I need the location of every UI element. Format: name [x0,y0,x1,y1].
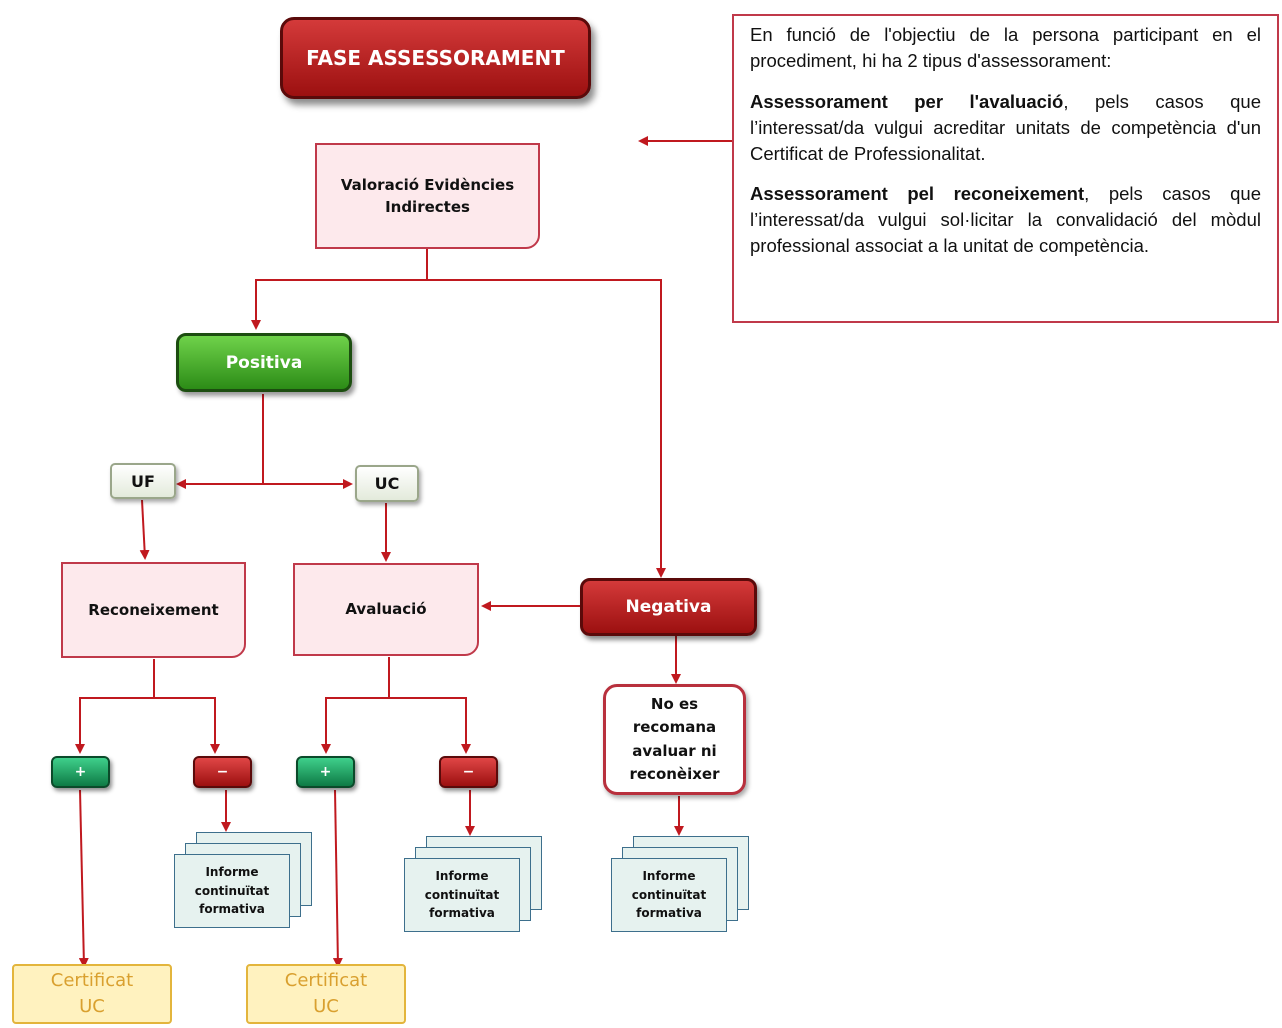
node-uc: UC [355,465,419,502]
title-banner: FASE ASSESSORAMENT [280,17,591,99]
plus-button-avaluacio: + [296,756,355,788]
arrow-uf-to-reconeixement [139,499,150,560]
node-avaluacio-label: Avaluació [345,600,427,619]
node-valoracio-label: Valoració Evidències Indirectes [340,175,515,217]
node-uc-label: UC [374,474,400,493]
node-reconeixement: Reconeixement [61,562,246,658]
node-reconeixement-label: Reconeixement [88,600,219,619]
certificat-label-line2: UC [313,996,339,1017]
plus-icon: + [74,764,87,780]
certificat-label-line1: Certificat [50,969,134,991]
minus-button-avaluacio: − [439,756,498,788]
plus-button-reconeixement: + [51,756,110,788]
title-text: FASE ASSESSORAMENT [306,46,565,70]
minus-icon: − [216,764,229,780]
arrow-avaluacio-minus [389,697,471,754]
certificat-uc-avaluacio: Certificat UC [246,964,406,1024]
arrow-reconeixement-minus [154,697,220,754]
info-item-avaluacio: Assessorament per l'avaluació, pels caso… [750,90,1261,164]
node-negativa-label: Negativa [625,597,712,617]
node-uf: UF [110,463,176,499]
node-negativa: Negativa [580,578,757,636]
informe-document-label: Informe continuïtat formativa [404,858,520,932]
certificat-label-line2: UC [79,996,105,1017]
informe-document-negativa: Informe continuïtat formativa [611,836,749,932]
certificat-uc-reconeixement: Certificat UC [12,964,172,1024]
info-intro: En funció de l'objectiu de la persona pa… [750,24,1261,71]
informe-document-reconeixement: Informe continuïtat formativa [174,832,312,928]
info-box: En funció de l'objectiu de la persona pa… [732,14,1279,323]
arrow-to-negativa [427,279,666,578]
node-valoracio: Valoració Evidències Indirectes [315,143,540,249]
arrow-reconeixement-plus [75,697,154,754]
arrow-avaluacio-plus [321,697,389,754]
informe-document-label: Informe continuïtat formativa [611,858,727,932]
node-no-recomana-label: No es recomana avaluar ni reconèixer [629,695,720,783]
informe-document-label: Informe continuïtat formativa [174,854,290,928]
arrow-plus2-to-certificat [332,789,343,968]
node-no-recomana: No es recomana avaluar ni reconèixer [603,684,746,795]
plus-icon: + [319,764,332,780]
info-item-reconeixement: Assessorament pel reconeixement, pels ca… [750,183,1261,257]
arrow-to-positiva [251,279,427,330]
node-uf-label: UF [131,471,155,491]
arrow-plus1-to-certificat [78,789,89,968]
minus-button-reconeixement: − [193,756,252,788]
node-avaluacio: Avaluació [293,563,479,656]
minus-icon: − [462,764,475,780]
node-positiva: Positiva [176,333,352,392]
node-positiva-label: Positiva [225,352,303,373]
informe-document-avaluacio: Informe continuïtat formativa [404,836,542,932]
certificat-label-line1: Certificat [284,969,368,991]
